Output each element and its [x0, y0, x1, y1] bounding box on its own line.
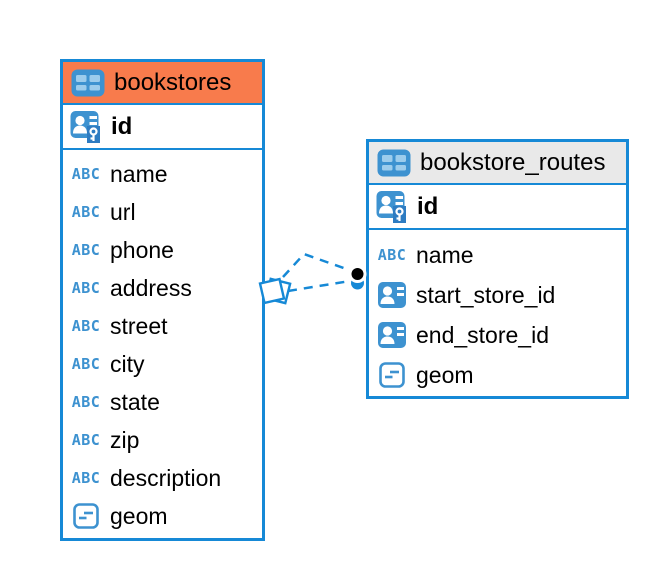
text-type-icon: ABC	[71, 203, 101, 221]
column-row-id[interactable]: id	[63, 105, 262, 150]
text-type-icon: ABC	[71, 279, 101, 297]
column-row[interactable]: ABC state	[63, 383, 262, 421]
column-row[interactable]: start_store_id	[369, 275, 626, 315]
column-row[interactable]: ABC description	[63, 459, 262, 497]
text-type-icon: ABC	[71, 355, 101, 373]
text-type-icon: ABC	[71, 431, 101, 449]
table-bookstore-routes[interactable]: bookstore_routes id ABC	[366, 139, 629, 399]
primary-key-icon	[374, 190, 410, 224]
table-title: bookstores	[114, 68, 232, 96]
column-name: start_store_id	[416, 281, 556, 308]
table-title: bookstore_routes	[420, 148, 606, 176]
table-icon	[70, 68, 106, 98]
table-bookstores[interactable]: bookstores id ABC na	[60, 59, 265, 541]
text-type-icon: ABC	[377, 246, 407, 264]
column-name: url	[110, 198, 136, 225]
text-type-icon: ABC	[71, 317, 101, 335]
text-type-icon: ABC	[71, 393, 101, 411]
column-name: description	[110, 464, 222, 491]
column-list: ABC name start_store_id	[369, 230, 626, 395]
table-bookstores-header[interactable]: bookstores	[63, 62, 262, 105]
geometry-type-icon	[374, 362, 410, 388]
column-row[interactable]: ABC phone	[63, 231, 262, 269]
column-name: state	[110, 388, 160, 415]
relationship-circle-markers[interactable]	[348, 265, 367, 290]
table-icon	[376, 148, 412, 178]
column-row[interactable]: geom	[369, 355, 626, 395]
column-row[interactable]: ABC name	[369, 235, 626, 275]
relationship-line-end-store[interactable]	[287, 279, 351, 293]
reference-type-icon	[374, 281, 410, 309]
column-list: ABC name ABC url ABC phone ABC address A…	[63, 150, 262, 535]
geometry-type-icon	[68, 503, 104, 529]
column-row[interactable]: ABC zip	[63, 421, 262, 459]
column-name: city	[110, 350, 145, 377]
column-row[interactable]: end_store_id	[369, 315, 626, 355]
table-bookstore-routes-header[interactable]: bookstore_routes	[369, 142, 626, 185]
column-row[interactable]: ABC name	[63, 155, 262, 193]
text-type-icon: ABC	[71, 241, 101, 259]
column-name: end_store_id	[416, 321, 549, 348]
reference-type-icon	[374, 321, 410, 349]
column-name: phone	[110, 236, 174, 263]
column-name: address	[110, 274, 192, 301]
column-name: zip	[110, 426, 140, 453]
column-row[interactable]: ABC address	[63, 269, 262, 307]
column-name: name	[416, 241, 474, 268]
column-name: id	[111, 112, 133, 140]
column-row[interactable]: ABC city	[63, 345, 262, 383]
column-row[interactable]: ABC street	[63, 307, 262, 345]
column-name: geom	[416, 361, 474, 388]
primary-key-icon	[68, 110, 104, 144]
column-name: id	[417, 192, 439, 220]
column-name: street	[110, 312, 168, 339]
column-row[interactable]: geom	[63, 497, 262, 535]
column-name: name	[110, 160, 168, 187]
text-type-icon: ABC	[71, 165, 101, 183]
column-name: geom	[110, 502, 168, 529]
text-type-icon: ABC	[71, 469, 101, 487]
column-row-id[interactable]: id	[369, 185, 626, 230]
relationship-line-start-store[interactable]	[282, 252, 353, 278]
column-row[interactable]: ABC url	[63, 193, 262, 231]
